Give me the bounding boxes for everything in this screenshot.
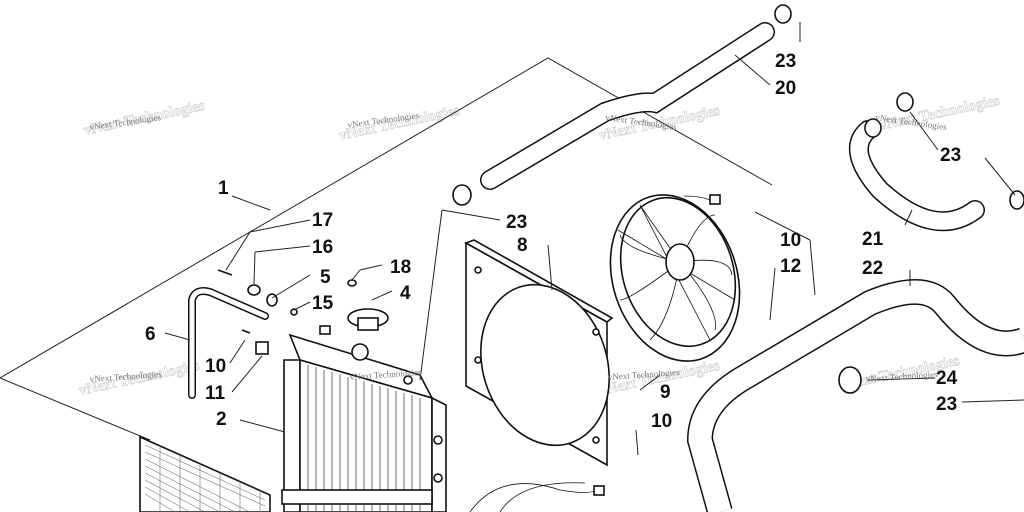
callout-23-shroud: 23 — [506, 212, 527, 233]
assembly-outline — [0, 57, 773, 441]
callout-21: 21 — [862, 229, 884, 250]
callouts: 1 2 4 5 6 8 9 10 10 10 11 12 15 16 17 18… — [145, 51, 961, 432]
callout-8: 8 — [517, 235, 528, 256]
radiator — [281, 333, 447, 512]
callout-23-bottom: 23 — [936, 394, 957, 415]
callout-23-top: 23 — [775, 51, 796, 72]
hose-clamps — [452, 4, 1024, 394]
overflow-tube — [188, 287, 269, 399]
leader-lines — [164, 22, 1024, 456]
callout-15: 15 — [312, 293, 334, 314]
radiator-cap — [347, 308, 389, 331]
callout-10-left: 10 — [205, 356, 226, 377]
callout-1: 1 — [218, 178, 229, 199]
callout-18: 18 — [390, 257, 411, 278]
callout-17: 17 — [312, 210, 333, 231]
radiator-screen — [139, 435, 271, 512]
callout-23-right: 23 — [940, 145, 961, 166]
callout-9: 9 — [660, 382, 671, 403]
callout-24: 24 — [936, 368, 958, 389]
callout-12: 12 — [780, 256, 801, 277]
callout-2: 2 — [216, 409, 227, 430]
callout-16: 16 — [312, 237, 333, 258]
callout-11: 11 — [205, 383, 226, 404]
callout-5: 5 — [320, 267, 331, 288]
callout-22: 22 — [862, 258, 883, 279]
callout-4: 4 — [400, 283, 411, 304]
wiring-harness — [469, 482, 597, 512]
callout-10-fan-bottom: 10 — [651, 411, 672, 432]
fan-shroud — [464, 239, 614, 467]
hardware — [217, 269, 357, 355]
callout-20: 20 — [775, 78, 796, 99]
cooling-fan — [609, 194, 741, 362]
callout-10-fan-top: 10 — [780, 230, 801, 251]
callout-6: 6 — [145, 324, 156, 345]
